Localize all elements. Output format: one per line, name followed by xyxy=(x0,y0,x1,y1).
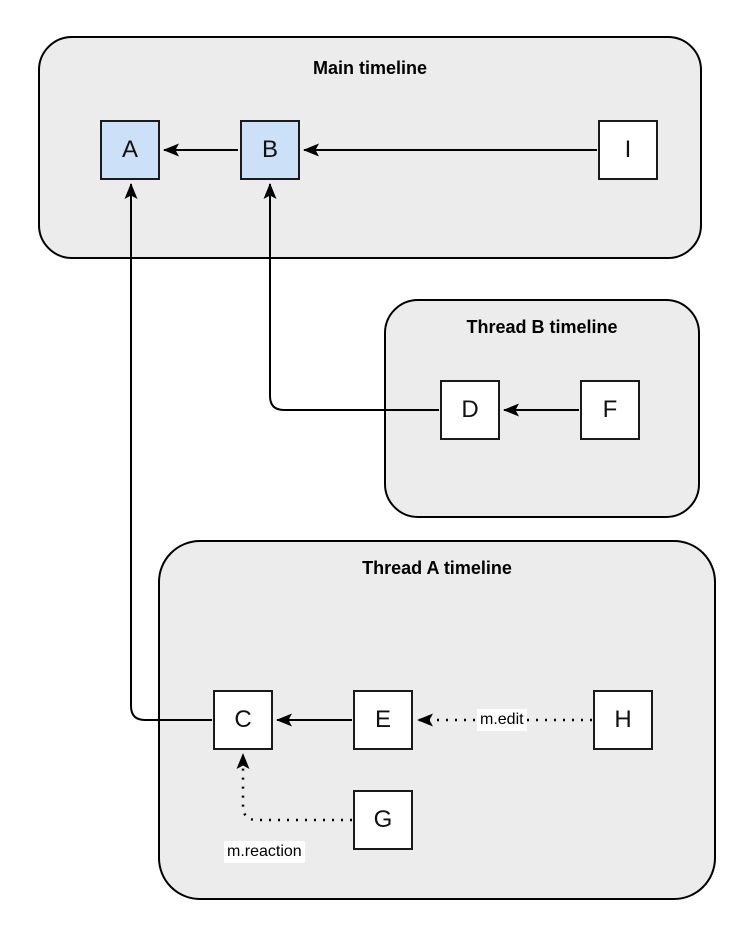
node-H: H xyxy=(593,690,653,750)
node-C: C xyxy=(213,690,273,750)
node-F: F xyxy=(580,380,640,440)
container-thread-b-timeline: Thread B timeline xyxy=(384,299,700,518)
node-D-label: D xyxy=(461,396,479,423)
container-title-main-timeline: Main timeline xyxy=(312,58,428,78)
node-G: G xyxy=(353,790,413,850)
container-title-thread-b-timeline: Thread B timeline xyxy=(466,317,618,337)
node-H-label: H xyxy=(614,706,632,733)
container-title-thread-a-timeline: Thread A timeline xyxy=(362,558,512,578)
node-B-label: B xyxy=(261,136,278,163)
node-C-label: C xyxy=(234,706,252,733)
node-D: D xyxy=(440,380,500,440)
edge-label-m-reaction: m.reaction xyxy=(224,841,305,863)
node-A: A xyxy=(100,120,160,180)
node-F-label: F xyxy=(602,396,618,423)
node-A-label: A xyxy=(121,136,138,163)
node-E: E xyxy=(353,690,413,750)
node-I-label: I xyxy=(624,136,632,163)
edge-label-m-edit: m.edit xyxy=(477,709,527,731)
node-B: B xyxy=(240,120,300,180)
node-I: I xyxy=(598,120,658,180)
node-E-label: E xyxy=(374,706,391,733)
node-G-label: G xyxy=(373,806,393,833)
